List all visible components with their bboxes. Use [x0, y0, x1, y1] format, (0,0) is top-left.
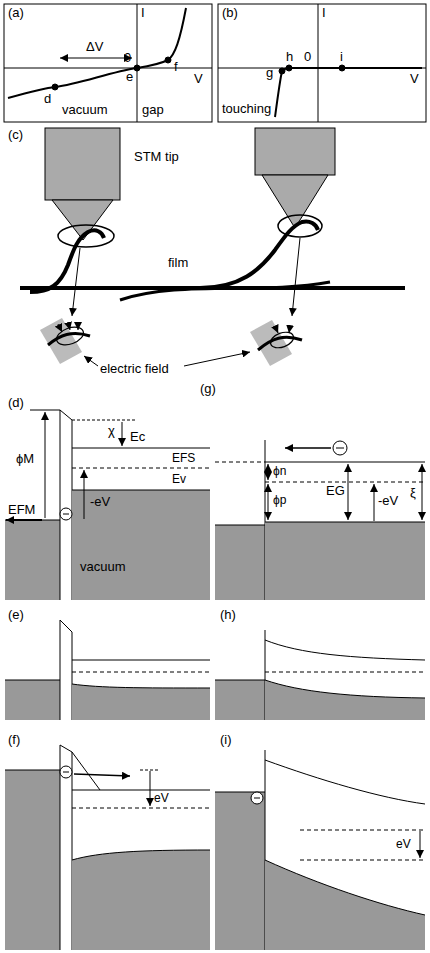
energy-label: ξ — [410, 486, 416, 500]
panel-label: (h) — [220, 608, 236, 622]
point-label: f — [174, 60, 178, 74]
band-diagram-e — [5, 620, 210, 720]
part-label: film — [168, 256, 188, 270]
point-label: e — [126, 70, 133, 84]
panel-label: (c) — [8, 128, 23, 142]
energy-label: EG — [326, 484, 345, 498]
panel-label: (e) — [8, 608, 24, 622]
axis-origin: 0 — [124, 51, 131, 65]
axis-label: V — [194, 72, 203, 86]
region-label: vacuum — [80, 560, 126, 574]
axis-label: I — [141, 6, 145, 20]
energy-label: ϕM — [16, 452, 34, 466]
panel-label: (b) — [222, 6, 238, 20]
stm-tip-illustration — [20, 128, 405, 366]
band-diagram-d-contact — [215, 440, 425, 600]
part-label: STM tip — [134, 150, 179, 164]
energy-label: eV — [154, 792, 169, 805]
panel-label: (a) — [8, 6, 24, 20]
energy-label: -eV — [90, 495, 110, 509]
point-label: i — [340, 50, 343, 64]
point-label: g — [266, 66, 273, 80]
energy-label: ϕp — [273, 494, 286, 507]
energy-label: Ec — [130, 430, 145, 444]
panel-label: (i) — [220, 733, 232, 747]
panel-label: (d) — [8, 396, 24, 410]
dimension-label: ΔV — [86, 40, 103, 54]
iv-panel-a — [4, 4, 212, 122]
axis-origin: 0 — [304, 50, 311, 64]
panel-label: (g) — [200, 382, 216, 396]
band-diagram-f — [5, 745, 210, 950]
point-label: h — [286, 50, 293, 64]
iv-panel-b — [218, 4, 426, 122]
panel-label: (f) — [8, 733, 20, 747]
energy-label: eV — [396, 838, 411, 851]
band-diagram-h — [215, 630, 425, 720]
energy-label: -eV — [378, 494, 398, 508]
regime-label: vacuum — [62, 103, 108, 117]
band-diagram-i — [215, 750, 425, 950]
part-label: electric field — [100, 362, 169, 376]
band-diagram-d-vacuum — [5, 410, 210, 600]
energy-label: EFS — [172, 452, 195, 465]
energy-label: ϕn — [273, 465, 286, 478]
energy-label: χ — [108, 424, 115, 438]
point-label: d — [44, 92, 51, 106]
regime-label: gap — [142, 103, 164, 117]
axis-label: V — [410, 72, 419, 86]
energy-label: EFM — [8, 503, 35, 517]
regime-label: touching — [222, 102, 271, 116]
energy-label: Ev — [172, 473, 186, 486]
axis-label: I — [322, 6, 326, 20]
